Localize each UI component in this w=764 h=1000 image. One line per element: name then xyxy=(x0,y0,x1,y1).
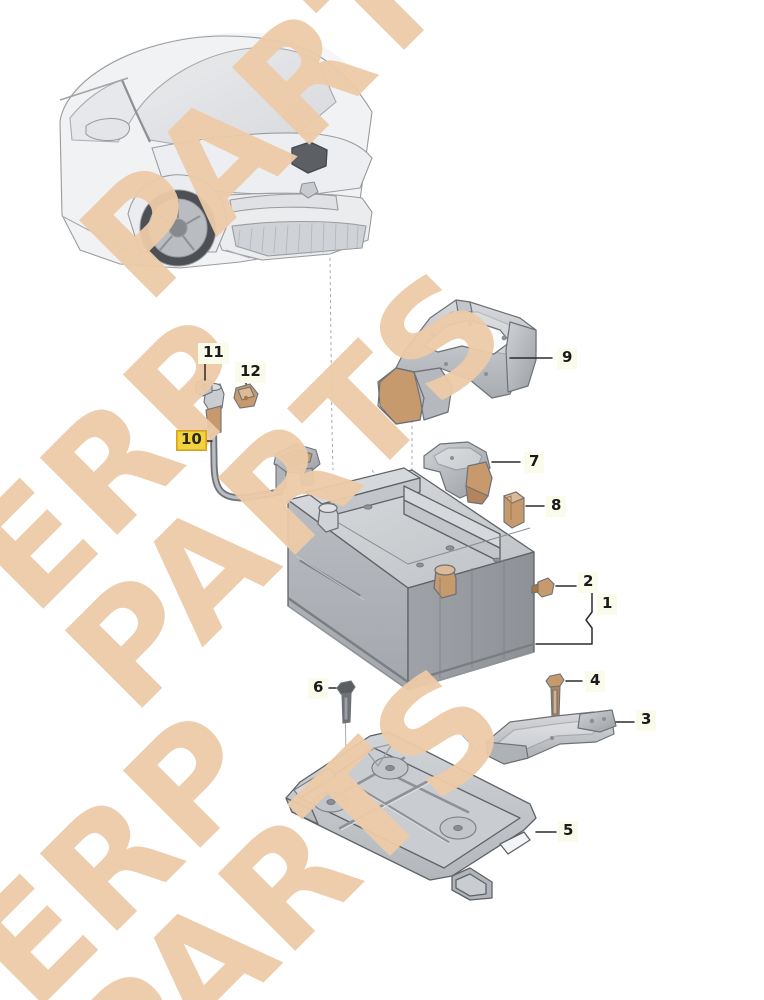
callout-10-highlighted[interactable]: 10 xyxy=(176,430,207,451)
part-11-nut xyxy=(194,377,213,397)
part-7-terminal-cover xyxy=(423,441,493,505)
callout-12[interactable]: 12 xyxy=(235,362,266,383)
callout-8[interactable]: 8 xyxy=(546,496,567,517)
part-9-retaining-frame xyxy=(377,299,537,425)
part-4-bolt xyxy=(545,673,565,718)
callout-1[interactable]: 1 xyxy=(597,594,618,615)
battery-negative-post xyxy=(317,502,339,533)
callout-2[interactable]: 2 xyxy=(578,572,599,593)
callout-9[interactable]: 9 xyxy=(557,348,578,369)
callout-5[interactable]: 5 xyxy=(558,821,579,842)
callout-11[interactable]: 11 xyxy=(198,343,229,364)
part-10-negative-cable xyxy=(203,382,321,502)
callout-3[interactable]: 3 xyxy=(636,710,657,731)
leader-1-bracket xyxy=(535,585,593,645)
vehicle-illustration xyxy=(59,32,373,269)
callout-4[interactable]: 4 xyxy=(585,671,606,692)
part-battery-body xyxy=(287,467,535,691)
callout-6[interactable]: 6 xyxy=(308,678,329,699)
part-5-battery-tray xyxy=(285,731,537,901)
part-2-terminal-bolt xyxy=(531,577,555,598)
hood-marker-hexagon xyxy=(291,141,328,174)
part-3-hold-down-clamp xyxy=(485,709,617,765)
part-6-bolt xyxy=(336,680,356,724)
callout-7[interactable]: 7 xyxy=(524,452,545,473)
battery-positive-post xyxy=(433,564,457,599)
part-12-protective-cap xyxy=(233,383,259,409)
part-8-vent-cap xyxy=(502,491,526,529)
